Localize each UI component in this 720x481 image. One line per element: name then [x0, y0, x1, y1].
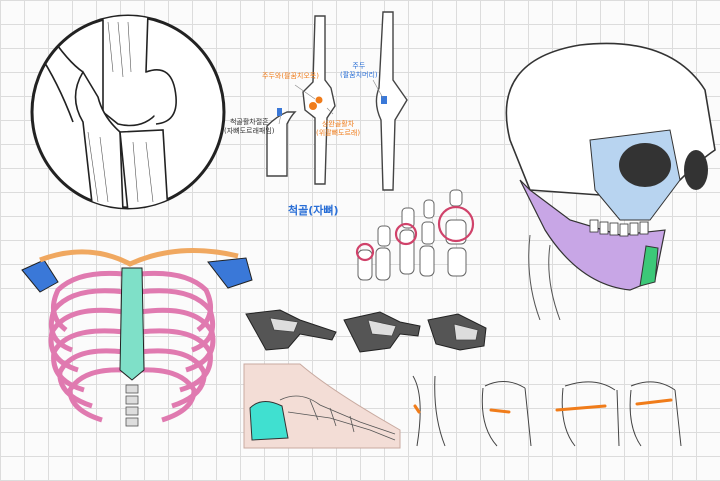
ribcage-drawing	[21, 248, 253, 427]
coronoid-marker	[315, 96, 323, 104]
label-olecranon: 주두(팔꿈치머리)	[340, 62, 378, 79]
label-trochlea: 상완골활차(위팔뼈도르래)	[316, 120, 361, 137]
hand-silhouettes	[245, 309, 487, 353]
shoulder-sketches	[412, 375, 682, 447]
label-coronoid-fossa: 주두와(팔꿈치오목)	[262, 72, 319, 80]
label-radial-notch: 척골활차절흔(자뼈도르래패임)	[224, 118, 275, 135]
finger-bones	[355, 189, 475, 281]
notch-marker	[277, 108, 282, 116]
olecranon-marker	[381, 96, 387, 104]
ulna-diagram	[266, 11, 408, 191]
ulna-title: 척골(자뼈)	[288, 204, 339, 217]
foot-bones	[243, 363, 401, 449]
elbow-joint-closeup	[30, 14, 226, 210]
skull-drawing	[505, 42, 716, 320]
trochlea-marker	[309, 102, 317, 110]
